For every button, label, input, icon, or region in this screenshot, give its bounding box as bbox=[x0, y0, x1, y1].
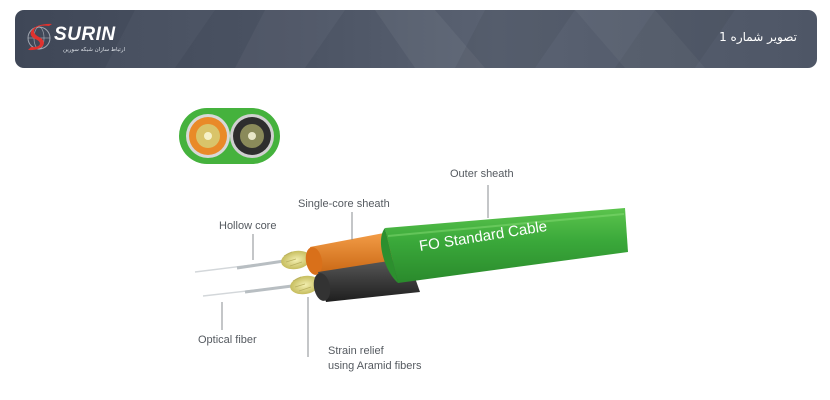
label-strain-relief: Strain relief bbox=[328, 345, 385, 357]
page-title: تصویر شماره 1 bbox=[719, 30, 797, 44]
callout-lines bbox=[221, 185, 489, 357]
label-aramid-fibers: using Aramid fibers bbox=[328, 360, 422, 372]
header-bar: SURIN ارتباط سازان شبکه سورین تصویر شمار… bbox=[15, 10, 817, 68]
aramid-yarn bbox=[281, 250, 320, 295]
optical-fibers bbox=[194, 259, 301, 297]
label-optical-fiber: Optical fiber bbox=[198, 334, 257, 346]
logo-wordmark: SURIN bbox=[54, 24, 116, 45]
label-single-core-sheath: Single-core sheath bbox=[298, 198, 390, 210]
label-outer-sheath: Outer sheath bbox=[450, 168, 514, 180]
header-pattern bbox=[235, 10, 735, 68]
logo-tagline: ارتباط سازان شبکه سورین bbox=[63, 47, 125, 53]
surin-emblem-icon bbox=[27, 23, 52, 51]
outer-sheath bbox=[380, 208, 628, 283]
cable-cross-section bbox=[179, 108, 280, 164]
label-hollow-core: Hollow core bbox=[219, 220, 276, 232]
surin-logo[interactable]: SURIN ارتباط سازان شبکه سورین bbox=[25, 18, 125, 62]
